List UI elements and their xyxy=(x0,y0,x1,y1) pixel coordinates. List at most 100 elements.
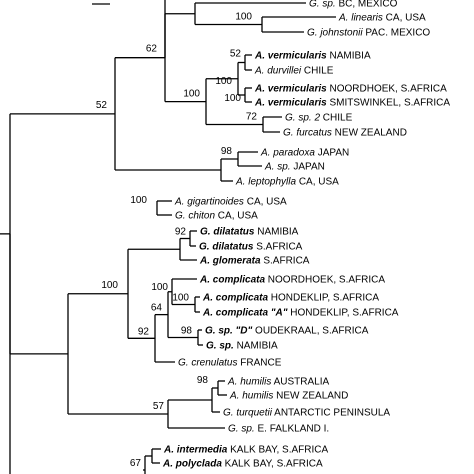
tip-label: A. intermedia KALK BAY, S.AFRICA xyxy=(163,445,328,456)
tip-label: G. crenulatus FRANCE xyxy=(178,358,282,369)
taxon-name: G. dilatatus xyxy=(199,242,254,253)
taxon-name: G. johnstonii xyxy=(307,28,363,39)
tip-label: G. sp. E. FALKLAND I. xyxy=(228,424,329,435)
taxon-name: A. sp. xyxy=(264,162,291,173)
tip-label: G. dilatatus NAMIBIA xyxy=(200,227,299,238)
locality: NAMIBIA xyxy=(254,227,298,238)
bootstrap-value: 100 xyxy=(215,76,232,87)
bootstrap-value: 100 xyxy=(172,293,189,304)
locality: FRANCE xyxy=(237,358,281,369)
locality: CA, USA xyxy=(215,211,258,222)
taxon-name: A. vermicularis xyxy=(254,84,327,95)
taxon-name: A. leptophylla xyxy=(235,177,296,188)
bootstrap-value: 64 xyxy=(151,303,163,314)
bootstrap-value: 52 xyxy=(230,49,242,60)
bootstrap-value: 57 xyxy=(153,401,165,412)
taxon-name: A. paradoxa xyxy=(260,148,315,159)
locality: S.AFRICA xyxy=(253,242,302,253)
tip-labels: G. sp. BC, MEXICO A. linearis CA, USA G. j… xyxy=(162,0,450,470)
taxon-name: G. crenulatus xyxy=(178,358,237,369)
bootstrap-value: 100 xyxy=(224,93,241,104)
bootstrap-value: 100 xyxy=(183,89,200,100)
bootstrap-value: 92 xyxy=(175,227,187,238)
taxon-name: G. dilatatus xyxy=(200,227,255,238)
tip-label: A. leptophylla CA, USA xyxy=(235,177,339,188)
locality: CA, USA xyxy=(383,13,426,24)
tip-label: A. glomerata S.AFRICA xyxy=(199,256,310,267)
bootstrap-value: 98 xyxy=(181,326,193,337)
bootstrap-value: 67 xyxy=(130,458,142,469)
tip-label: G. furcatus NEW ZEALAND xyxy=(283,128,407,139)
taxon-name: A. linearis xyxy=(338,13,383,24)
taxon-name: A. gigartinoides xyxy=(174,197,244,208)
tip-label: G. chiton CA, USA xyxy=(175,211,258,222)
tip-label: A. complicata NOORDHOEK, S.AFRICA xyxy=(199,275,385,286)
locality: CA, USA xyxy=(296,177,339,188)
tip-label: A. durvillei CHILE xyxy=(254,66,334,77)
locality: CA, USA xyxy=(244,197,287,208)
taxon-name: A. humilis xyxy=(229,391,273,402)
taxon-name: G. sp. xyxy=(206,341,234,352)
locality: KALK BAY, S.AFRICA xyxy=(227,445,328,456)
tip-label: G. sp. NAMIBIA xyxy=(206,341,278,352)
locality: S.AFRICA xyxy=(261,256,310,267)
tip-label: G. sp. 2 CHILE xyxy=(285,113,353,124)
taxon-name: G. sp. "D" xyxy=(205,326,253,337)
locality: ANTARCTIC PENINSULA xyxy=(272,408,390,419)
bootstrap-value: 92 xyxy=(138,326,150,337)
locality: CHILE xyxy=(301,66,334,77)
tip-label: A. vermicularis SMITSWINKEL, S.AFRICA xyxy=(254,98,450,109)
locality: CHILE xyxy=(320,113,353,124)
tip-label: G. dilatatus S.AFRICA xyxy=(199,242,303,253)
taxon-name: A. complicata xyxy=(202,293,268,304)
locality: SMITSWINKEL, S.AFRICA xyxy=(327,98,451,109)
locality: NOORDHOEK, S.AFRICA xyxy=(327,84,447,95)
taxon-name: G. sp. xyxy=(228,424,255,435)
taxon-name: G. sp. xyxy=(309,0,336,10)
taxon-name: A. complicata "A" xyxy=(202,308,288,319)
tip-label: A. gigartinoides CA, USA xyxy=(174,197,287,208)
locality: JAPAN xyxy=(291,162,325,173)
locality: KALK BAY, S.AFRICA xyxy=(222,459,323,470)
taxon-name: G. turquetii xyxy=(223,408,273,419)
locality: OUDEKRAAL, S.AFRICA xyxy=(252,326,368,337)
tip-label: A. complicata "A" HONDEKLIP, S.AFRICA xyxy=(202,308,399,319)
tip-label: A. vermicularis NAMIBIA xyxy=(254,51,371,62)
taxon-name: G. sp. 2 xyxy=(285,113,320,124)
tip-label: G. sp. BC, MEXICO xyxy=(309,0,398,10)
taxon-name: A. durvillei xyxy=(254,66,302,77)
tip-label: A. linearis CA, USA xyxy=(338,13,426,24)
bootstrap-value: 100 xyxy=(235,12,252,23)
tip-label: A. complicata HONDEKLIP, S.AFRICA xyxy=(202,293,379,304)
locality: E. FALKLAND I. xyxy=(255,424,329,435)
locality: NEW ZEALAND xyxy=(332,128,407,139)
tip-label: A. vermicularis NOORDHOEK, S.AFRICA xyxy=(254,84,447,95)
taxon-name: A. intermedia xyxy=(163,445,228,456)
tip-label: G. johnstonii PAC. MEXICO xyxy=(307,28,430,39)
tip-label: A. polyclada KALK BAY, S.AFRICA xyxy=(162,459,323,470)
bootstrap-value: 98 xyxy=(197,375,209,386)
locality: NAMIBIA xyxy=(327,51,371,62)
tip-label: A. humilis AUSTRALIA xyxy=(227,377,329,388)
locality: NAMIBIA xyxy=(234,341,278,352)
tip-label: G. turquetii ANTARCTIC PENINSULA xyxy=(223,408,390,419)
taxon-name: A. complicata xyxy=(199,275,265,286)
bootstrap-value: 100 xyxy=(151,282,168,293)
taxon-name: A. glomerata xyxy=(199,256,261,267)
taxon-name: A. polyclada xyxy=(162,459,222,470)
bootstrap-value: 52 xyxy=(96,100,108,111)
tip-label: A. paradoxa JAPAN xyxy=(260,148,349,159)
locality: NOORDHOEK, S.AFRICA xyxy=(265,275,385,286)
taxon-name: G. furcatus xyxy=(283,128,332,139)
locality: BC, MEXICO xyxy=(336,0,398,10)
taxon-name: A. vermicularis xyxy=(254,98,327,109)
bootstrap-value: 98 xyxy=(221,146,233,157)
tree-branches xyxy=(0,0,336,474)
locality: AUSTRALIA xyxy=(271,377,329,388)
bootstrap-labels: 1005210010072100986252100921001009864921… xyxy=(96,12,258,470)
taxon-name: A. vermicularis xyxy=(254,51,327,62)
taxon-name: A. humilis xyxy=(227,377,271,388)
tip-label: A. humilis NEW ZEALAND xyxy=(229,391,348,402)
locality: JAPAN xyxy=(315,148,349,159)
